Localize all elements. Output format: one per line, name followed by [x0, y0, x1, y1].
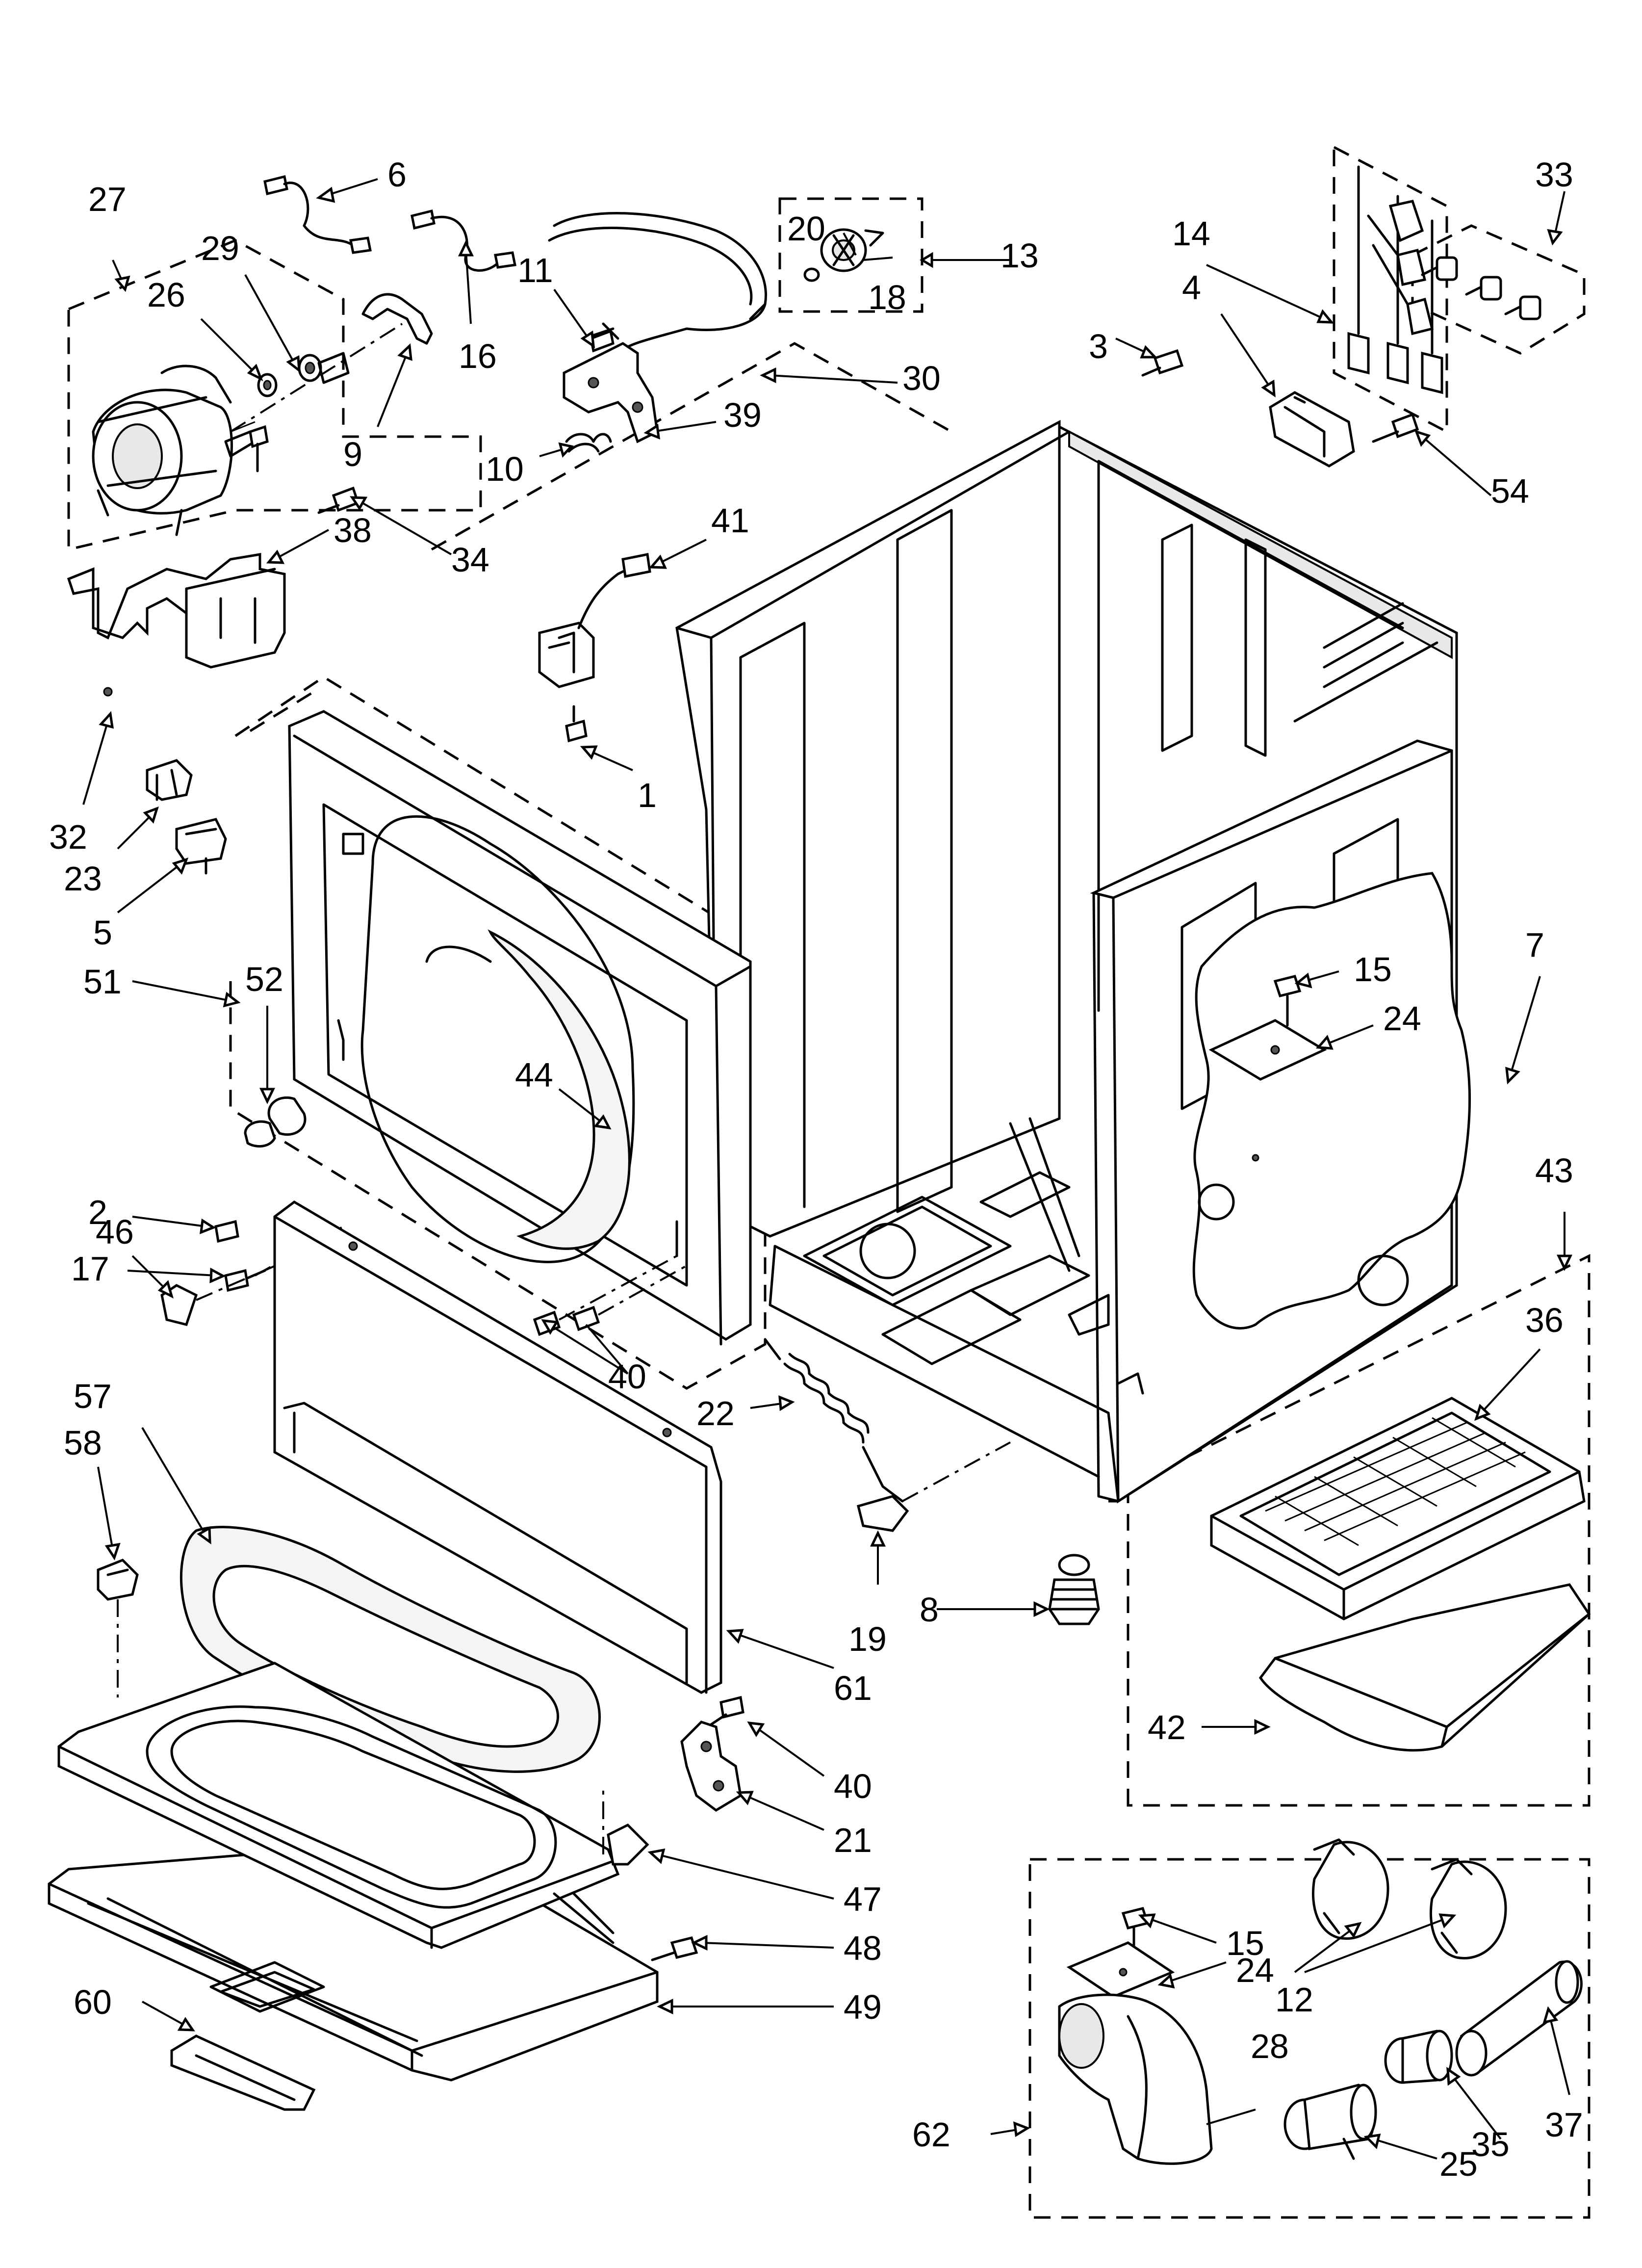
- exhaust-parts: [1058, 1838, 1583, 2165]
- terminal-blocks: [1347, 165, 1443, 394]
- callout-30: 30: [902, 359, 941, 397]
- callout-36: 36: [1525, 1301, 1564, 1339]
- callout-42: 42: [1148, 1708, 1186, 1747]
- callout-38: 38: [334, 511, 372, 549]
- bearing-group-outline: [778, 197, 924, 313]
- motor-group-outline: [67, 239, 482, 551]
- door-hinge: [651, 1695, 744, 1961]
- callout-1: 1: [638, 776, 657, 814]
- callout-7: 7: [1525, 926, 1544, 964]
- callout-4: 4: [1182, 268, 1201, 307]
- callout-44: 44: [515, 1056, 553, 1094]
- spring-and-clip: [764, 1338, 1011, 1532]
- callout-labels: 6 27 29 26 16 9 11 10 20 18 13 30 39 3 1…: [49, 156, 1583, 2183]
- callout-14: 14: [1172, 214, 1210, 253]
- base-group-outline: [1127, 1253, 1591, 1807]
- callout-2: 2: [88, 1193, 107, 1231]
- dash-line: [249, 690, 315, 732]
- callout-26: 26: [147, 276, 185, 314]
- callout-46: 46: [96, 1213, 134, 1251]
- dash-line: [431, 342, 952, 551]
- exhaust-group-outline: [1028, 1858, 1591, 2219]
- callout-20: 20: [787, 209, 825, 248]
- callout-10: 10: [486, 450, 524, 488]
- callout-11: 11: [517, 251, 553, 289]
- callout-9: 9: [343, 435, 362, 473]
- door-switch: [538, 553, 651, 743]
- callout-62: 62: [912, 2115, 950, 2154]
- callout-40-upper: 40: [608, 1357, 646, 1396]
- idler-assembly: [563, 322, 659, 453]
- callout-33: 33: [1535, 156, 1573, 194]
- callout-37: 37: [1545, 2106, 1583, 2144]
- callout-6: 6: [387, 156, 407, 194]
- callout-3: 3: [1089, 327, 1108, 365]
- callout-34: 34: [451, 541, 489, 579]
- terminal-knobs: [1421, 256, 1541, 320]
- callout-5: 5: [93, 913, 112, 952]
- callout-40-lower: 40: [834, 1767, 872, 1805]
- callout-61: 61: [834, 1669, 872, 1707]
- callout-24-lower: 24: [1236, 1951, 1274, 1989]
- callout-60: 60: [74, 1983, 112, 2021]
- motor-clamp: [361, 293, 433, 345]
- dryer-door: [48, 1662, 659, 2082]
- toe-panel: [273, 1200, 722, 1694]
- wire-harness-16: [410, 209, 516, 272]
- terminal-bracket: [1269, 391, 1419, 468]
- callout-58: 58: [64, 1424, 102, 1462]
- leveling-foot: [1048, 1554, 1100, 1625]
- door-catch: [97, 1559, 139, 1697]
- door-handle: [170, 2034, 316, 2111]
- drive-motor: [92, 365, 257, 536]
- leader-lines: [82, 178, 1572, 2160]
- terminal-group-outline: [1333, 145, 1448, 434]
- callout-23: 23: [64, 860, 102, 898]
- base-grille: [1210, 1397, 1586, 1620]
- callout-54: 54: [1491, 472, 1529, 510]
- door-switch-parts: [146, 759, 227, 875]
- callout-57: 57: [74, 1377, 112, 1415]
- callout-47: 47: [844, 1880, 882, 1918]
- callout-24-upper: 24: [1383, 999, 1421, 1038]
- callout-15-lower: 15: [1226, 1924, 1264, 1962]
- callout-21: 21: [834, 1821, 872, 1859]
- callout-43: 43: [1535, 1151, 1573, 1190]
- callout-8: 8: [920, 1590, 939, 1629]
- callout-48: 48: [844, 1929, 882, 1967]
- callout-39: 39: [723, 396, 762, 434]
- callout-16: 16: [459, 337, 497, 375]
- callout-41: 41: [711, 501, 749, 540]
- front-panel-outline: [229, 676, 767, 1390]
- drum-bearing: [803, 228, 884, 282]
- door-seal: [180, 1526, 601, 1773]
- callout-27: 27: [88, 180, 127, 218]
- motor-mount-bracket: [67, 425, 360, 697]
- screw-3: [1141, 349, 1184, 377]
- callout-15-upper: 15: [1354, 950, 1392, 989]
- callout-12: 12: [1275, 1981, 1313, 2019]
- cabinet: [675, 419, 1471, 1504]
- callout-19: 19: [848, 1620, 887, 1658]
- callout-51: 51: [83, 963, 122, 1001]
- callout-22: 22: [696, 1394, 735, 1433]
- callout-35: 35: [1471, 2125, 1510, 2164]
- callout-52: 52: [245, 960, 283, 998]
- callout-29: 29: [201, 229, 239, 267]
- wire-harness-6: [263, 175, 372, 254]
- drive-belt: [548, 212, 767, 355]
- wire-clip-52: [244, 1096, 307, 1148]
- callout-17: 17: [71, 1250, 109, 1288]
- cabinet-cover-plate: [1208, 975, 1327, 1081]
- callout-18: 18: [868, 278, 906, 316]
- callout-28: 28: [1251, 2027, 1289, 2065]
- callout-49: 49: [844, 1988, 882, 2026]
- callout-13: 13: [1001, 236, 1039, 275]
- front-panel: [288, 710, 752, 1346]
- group-boxes: [67, 145, 1591, 2219]
- callout-32: 32: [49, 818, 87, 856]
- base-pan: [1258, 1583, 1591, 1752]
- callout-25: 25: [1439, 2145, 1478, 2183]
